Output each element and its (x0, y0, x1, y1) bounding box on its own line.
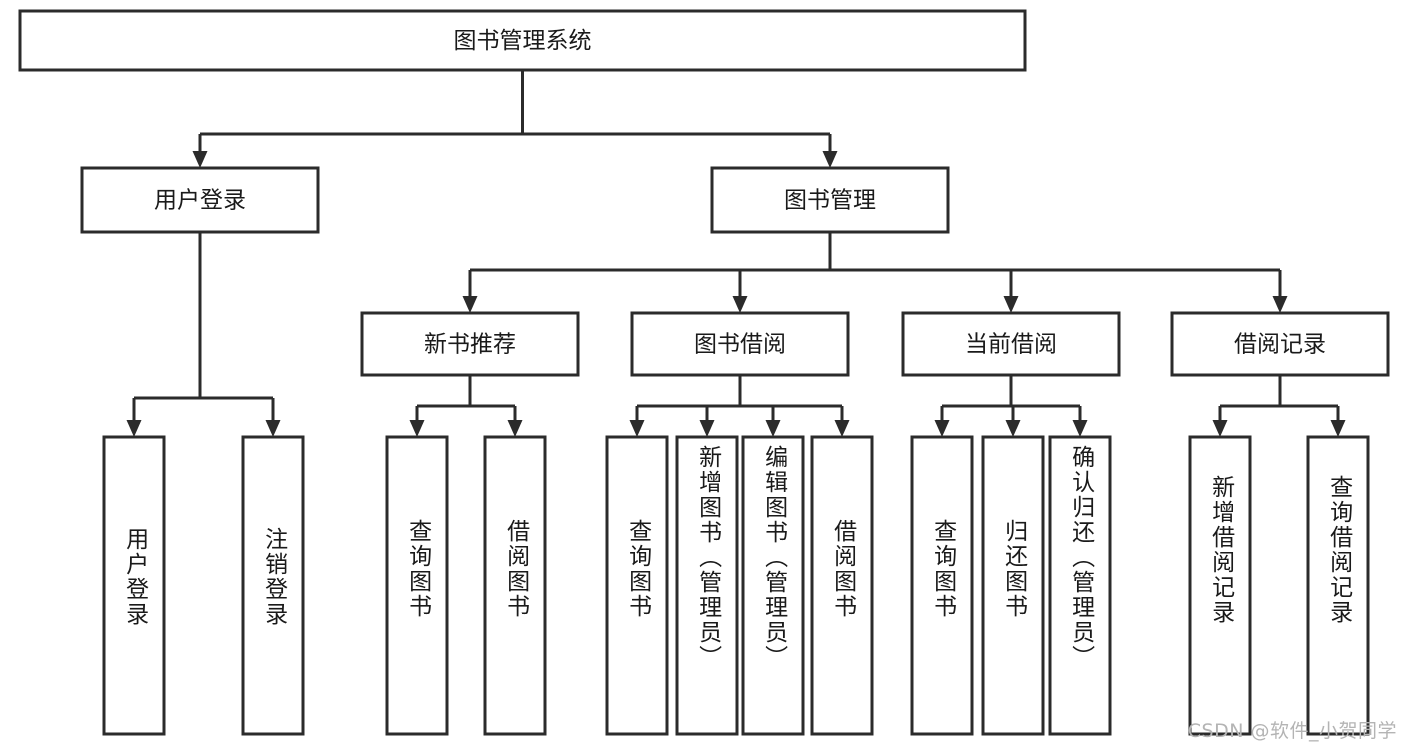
arrow-head-icon (1005, 420, 1021, 437)
node-box[interactable] (18, 9, 1027, 72)
leaf-node-5[interactable] (675, 435, 739, 736)
arrow-head-icon (934, 420, 950, 437)
node-box[interactable] (741, 435, 805, 736)
node-box[interactable] (102, 435, 166, 736)
node-label: 图书借阅 (694, 332, 786, 358)
level2-node-2[interactable]: 当前借阅 (901, 311, 1121, 377)
arrow-head-icon (1330, 420, 1346, 437)
node-box[interactable] (605, 435, 669, 736)
node-box[interactable] (385, 435, 449, 736)
leaf-node-7[interactable] (810, 435, 874, 736)
level2-node-3[interactable]: 借阅记录 (1170, 311, 1390, 377)
arrow-head-icon (822, 151, 838, 168)
leaf-node-6[interactable] (741, 435, 805, 736)
node-box[interactable] (1170, 311, 1390, 377)
arrow-head-icon (699, 420, 715, 437)
node-label: 新书推荐 (424, 332, 516, 358)
node-box[interactable] (630, 311, 850, 377)
connectors-layer (126, 70, 1346, 437)
node-label: 图书管理系统 (454, 28, 592, 54)
leaf-node-8[interactable] (910, 435, 974, 736)
node-label: 用户登录 (154, 188, 246, 214)
node-box[interactable] (483, 435, 547, 736)
arrow-head-icon (1072, 420, 1088, 437)
node-label: 图书管理 (784, 188, 876, 214)
leaf-node-0[interactable] (102, 435, 166, 736)
arrow-head-icon (409, 420, 425, 437)
root-node[interactable]: 图书管理系统 (18, 9, 1027, 72)
node-box[interactable] (360, 311, 580, 377)
leaf-node-2[interactable] (385, 435, 449, 736)
node-box[interactable] (1188, 435, 1252, 736)
leaf-node-11[interactable] (1188, 435, 1252, 736)
arrow-head-icon (462, 296, 478, 313)
arrow-head-icon (629, 420, 645, 437)
level1-node-1[interactable]: 图书管理 (710, 166, 950, 234)
arrow-head-icon (265, 420, 281, 437)
node-box[interactable] (710, 166, 950, 234)
level2-node-0[interactable]: 新书推荐 (360, 311, 580, 377)
level2-node-1[interactable]: 图书借阅 (630, 311, 850, 377)
node-box[interactable] (80, 166, 320, 234)
node-box[interactable] (1306, 435, 1370, 736)
leaf-node-4[interactable] (605, 435, 669, 736)
node-box[interactable] (675, 435, 739, 736)
leaf-node-1[interactable] (241, 435, 305, 736)
node-box[interactable] (981, 435, 1045, 736)
leaf-node-9[interactable] (981, 435, 1045, 736)
leaf-node-10[interactable] (1048, 435, 1112, 736)
leaf-node-3[interactable] (483, 435, 547, 736)
arrow-head-icon (1272, 296, 1288, 313)
level1-node-0[interactable]: 用户登录 (80, 166, 320, 234)
arrow-head-icon (1003, 296, 1019, 313)
node-label: 当前借阅 (965, 332, 1057, 358)
node-box[interactable] (901, 311, 1121, 377)
watermark-text: CSDN @软件_小贺同学 (1187, 720, 1397, 742)
arrow-head-icon (507, 420, 523, 437)
arrow-head-icon (732, 296, 748, 313)
leaf-node-12[interactable] (1306, 435, 1370, 736)
node-box[interactable] (1048, 435, 1112, 736)
node-label: 借阅记录 (1234, 332, 1326, 358)
arrow-head-icon (834, 420, 850, 437)
arrow-head-icon (192, 151, 208, 168)
node-box[interactable] (910, 435, 974, 736)
node-box[interactable] (241, 435, 305, 736)
arrow-head-icon (1212, 420, 1228, 437)
arrow-head-icon (126, 420, 142, 437)
node-box[interactable] (810, 435, 874, 736)
arrow-head-icon (765, 420, 781, 437)
